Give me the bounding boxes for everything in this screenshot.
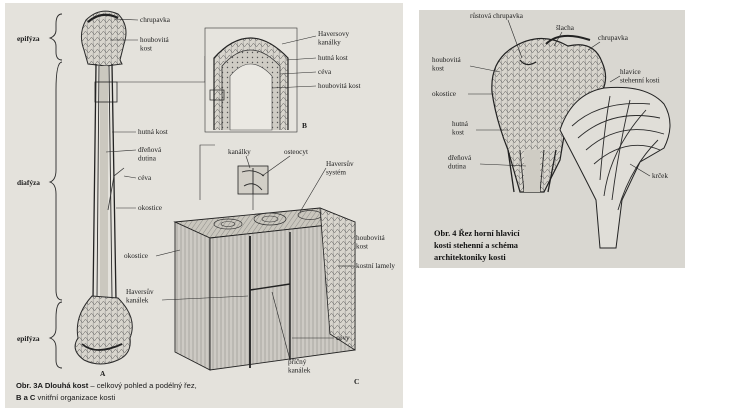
svg-text:Obr. 3A Dlouhá kost – celkový: Obr. 3A Dlouhá kost – celkový pohled a p… (16, 381, 197, 390)
label-rustova-chrupavka: růstová chrupavka (470, 11, 524, 20)
region-brackets (48, 13, 63, 369)
medullary-cavity (100, 66, 108, 298)
long-bone-illustration (74, 10, 133, 365)
label-okostice-r: okostice (432, 90, 456, 98)
svg-text:B a C vnitřní organizace kosti: B a C vnitřní organizace kosti (16, 393, 116, 402)
caption3-line2-rest: vnitřní organizace kosti (35, 393, 115, 402)
label-epifyza-bottom: epifýza (17, 334, 40, 343)
fig4-caption: Obr. 4 Řez horní hlavicí kosti stehenní … (434, 228, 520, 262)
caption4-line-3: architektoniky kosti (434, 253, 506, 262)
label-okostice-left: okostice (138, 204, 162, 212)
fig4-labels: růstová chrupavka šlacha chrupavka houbo… (432, 11, 668, 180)
label-hutna-kost: hutná kost (138, 128, 168, 136)
label-krcek: krček (652, 172, 668, 180)
connector-b-to-c (199, 144, 215, 200)
label-epifyza-top: epifýza (17, 34, 40, 43)
label-letter-b: B (302, 121, 307, 130)
label-ceva-left: céva (138, 174, 152, 182)
femur-section (491, 34, 607, 193)
label-kostni-lamely: kostní lamely (356, 262, 395, 270)
caption4-line-2: kosti stehenní a schéma (434, 241, 519, 250)
label-okostice-c: okostice (124, 252, 148, 260)
label-cevy: cévy (336, 334, 350, 342)
fig3-caption: Obr. 3A Dlouhá kost – celkový pohled a p… (16, 381, 197, 402)
label-chrupavka-r: chrupavka (598, 34, 629, 42)
label-houbovita-kost-b: houbovitá kost (318, 82, 361, 90)
caption4-line-1: Obr. 4 Řez horní hlavicí (434, 228, 520, 238)
femur-schema (559, 86, 671, 249)
block-c (173, 165, 356, 371)
caption3-rest: – celkový pohled a podélný řez, (88, 381, 197, 390)
caption3-line2-bold: B a C (16, 393, 36, 402)
label-osteocyt: osteocyt (284, 148, 308, 156)
caption3-bold: Obr. 3A Dlouhá kost (16, 381, 89, 390)
label-hutna-kost-b: hutná kost (318, 54, 348, 62)
label-kanalky: kanálky (228, 148, 251, 156)
label-chrupavka: chrupavka (140, 16, 171, 24)
label-letter-a: A (100, 369, 106, 378)
inset-b (204, 27, 298, 133)
label-ceva-b: céva (318, 68, 332, 76)
label-diafyza: diafýza (17, 178, 40, 187)
label-letter-c: C (354, 377, 359, 386)
label-slacha: šlacha (556, 24, 575, 32)
